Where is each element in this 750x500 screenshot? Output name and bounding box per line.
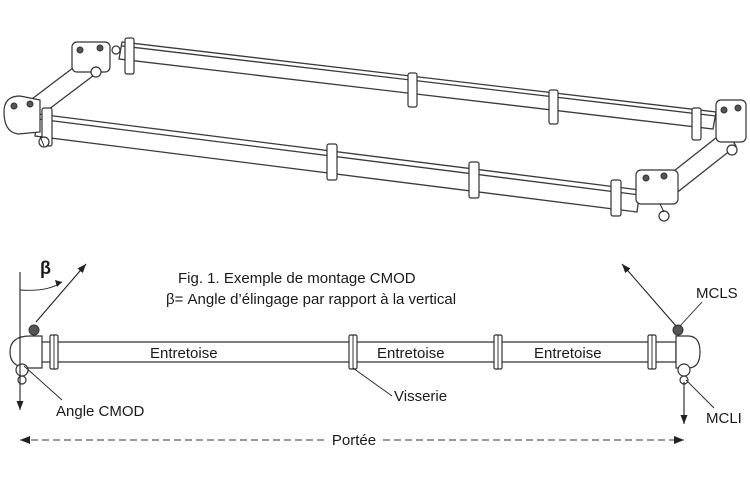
elevation-clamp [647,334,657,370]
lower-lug-callout-line [685,379,715,409]
spacer-label: Entretoise [534,345,602,362]
corner-fitting-back-left [71,41,121,78]
figure-caption-title: Fig. 1. Exemple de montage CMOD [178,270,416,287]
angle-callout-line [23,365,63,401]
spacer-label: Entretoise [150,345,218,362]
elevation-clamp [348,334,358,370]
right-sling-arrows [621,263,688,424]
elevation-clamp [49,334,59,370]
spacer-label: Entretoise [377,345,445,362]
corner-fitting-front-left [3,95,50,148]
left-end-fitting [9,324,43,385]
upper-lug-callout-line [679,301,703,327]
mcls-label: MCLS [696,285,738,302]
mcli-label: MCLI [706,410,742,427]
right-end-fitting [672,324,701,385]
back-tube-clamp [124,37,702,141]
elevation-clamp [493,334,503,370]
corner-fitting-front-right [635,169,679,222]
beta-angle-label: β [40,258,51,278]
angle-cmod-label: Angle CMOD [56,403,145,420]
front-tube-clamp [41,107,622,217]
left-sling-arrows [16,263,87,410]
figure-caption-beta-definition: β= Angle d’élingage par rapport à la ver… [166,291,456,308]
elevation-view: β Entretoise Entretoise Entretoise Visse… [9,258,742,449]
isometric-frame-illustration [3,37,747,222]
corner-fitting-back-right [715,99,747,156]
hardware-callout-line [352,367,393,397]
hardware-label: Visserie [394,388,447,405]
span-label: Portée [332,432,376,449]
